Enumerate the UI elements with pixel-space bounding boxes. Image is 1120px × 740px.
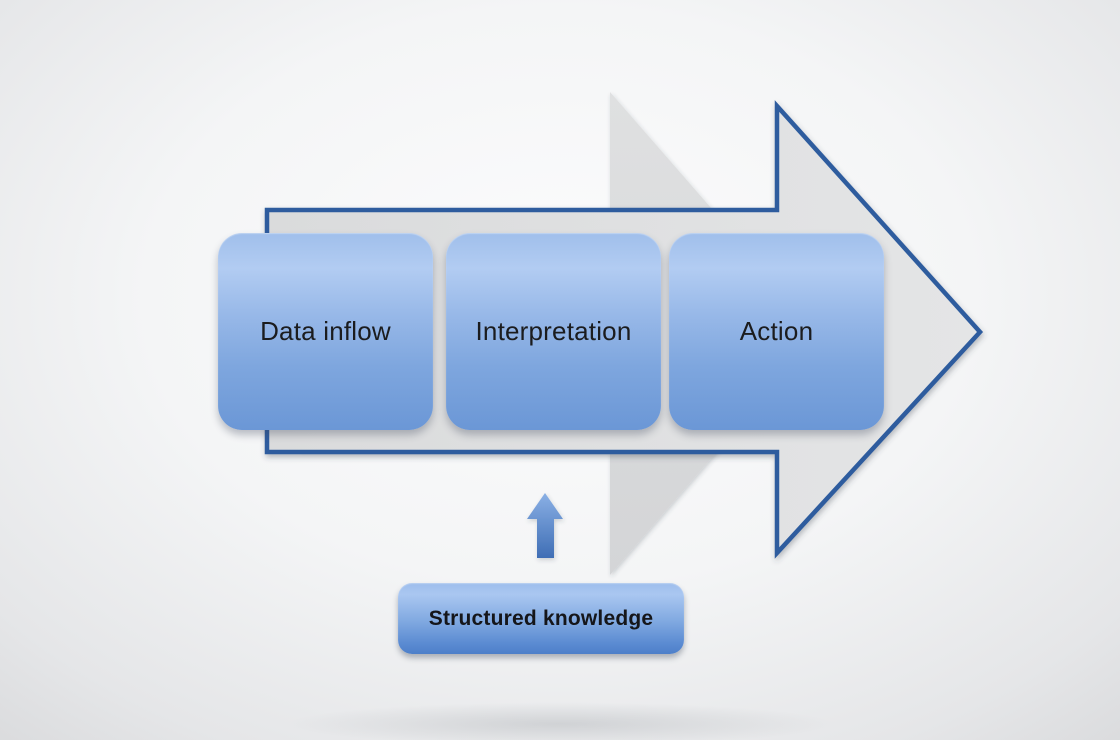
step-box-data-inflow: Data inflow: [218, 233, 433, 430]
step-label-data-inflow: Data inflow: [260, 316, 391, 346]
structured-knowledge-box: Structured knowledge: [398, 583, 684, 654]
step-box-action: Action: [669, 233, 884, 430]
structured-knowledge-label: Structured knowledge: [428, 606, 654, 630]
step-label-interpretation: Interpretation: [475, 316, 632, 346]
step-label-action: Action: [739, 316, 814, 346]
floor-shadow: [170, 693, 950, 740]
step-box-interpretation: Interpretation: [446, 233, 661, 430]
up-arrow-icon: [527, 493, 563, 558]
